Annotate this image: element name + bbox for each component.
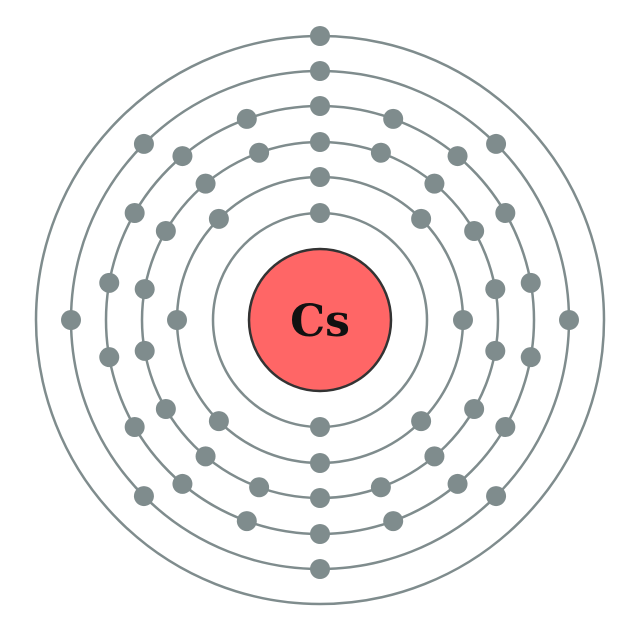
electron-shell-5-4: [486, 486, 507, 507]
electron-shell-4-10: [310, 524, 330, 544]
electron-shell-5-8: [133, 133, 154, 154]
electron-shell-5-1: [310, 61, 330, 81]
electron-shell-2-7: [167, 310, 187, 330]
electron-shell-1-1: [310, 203, 330, 223]
electron-shell-3-11: [249, 477, 270, 498]
electron-shell-5-3: [559, 310, 579, 330]
electron-shell-4-13: [124, 417, 145, 437]
electron-shell-4-3: [447, 146, 468, 167]
electron-shell-3-14: [134, 340, 155, 361]
electron-shell-3-8: [424, 446, 445, 467]
electron-shell-2-2: [411, 208, 432, 229]
electron-shell-2-4: [411, 411, 432, 432]
electron-shell-3-9: [370, 477, 391, 498]
electron-shell-3-5: [485, 279, 506, 300]
electron-shell-3-6: [485, 340, 506, 361]
electron-shell-4-15: [99, 272, 120, 293]
electron-shell-4-18: [236, 108, 257, 129]
electron-shell-6-1: [310, 26, 330, 46]
electron-shell-2-6: [208, 411, 229, 432]
electrons: [61, 26, 579, 579]
electron-shell-4-11: [236, 511, 257, 532]
electron-shell-3-15: [134, 279, 155, 300]
electron-shell-2-1: [310, 167, 330, 187]
electron-shell-1-2: [310, 417, 330, 437]
electron-shell-2-8: [208, 208, 229, 229]
electron-shell-4-4: [495, 203, 516, 223]
electron-shell-3-10: [310, 488, 330, 508]
electron-shell-4-9: [383, 511, 404, 532]
electron-shell-2-3: [453, 310, 473, 330]
electron-shell-4-5: [520, 272, 541, 293]
electron-shell-5-7: [61, 310, 81, 330]
electron-shell-3-18: [249, 142, 270, 163]
electron-shell-4-8: [447, 473, 468, 494]
electron-shell-3-7: [464, 399, 485, 419]
electron-shell-4-1: [310, 96, 330, 116]
electron-shell-5-2: [486, 133, 507, 154]
element-symbol: Cs: [290, 296, 350, 347]
electron-shell-3-1: [310, 132, 330, 152]
electron-shell-4-16: [124, 203, 145, 223]
electron-shell-3-12: [195, 446, 216, 467]
electron-shell-4-7: [495, 417, 516, 437]
electron-shell-4-17: [172, 146, 193, 167]
nucleus: [247, 247, 393, 393]
electron-shell-4-12: [172, 473, 193, 494]
electron-shell-3-3: [424, 173, 445, 194]
electron-shell-3-17: [195, 173, 216, 194]
electron-shell-4-6: [520, 347, 541, 368]
electron-shell-5-5: [310, 559, 330, 579]
electron-shell-5-6: [133, 486, 154, 507]
electron-shell-3-13: [155, 399, 176, 419]
electron-shell-3-4: [464, 221, 485, 241]
electron-shell-4-14: [99, 347, 120, 368]
electron-shell-3-2: [370, 142, 391, 163]
electron-shell-3-16: [155, 221, 176, 241]
electron-shell-4-2: [383, 108, 404, 129]
electron-shell-2-5: [310, 453, 330, 473]
